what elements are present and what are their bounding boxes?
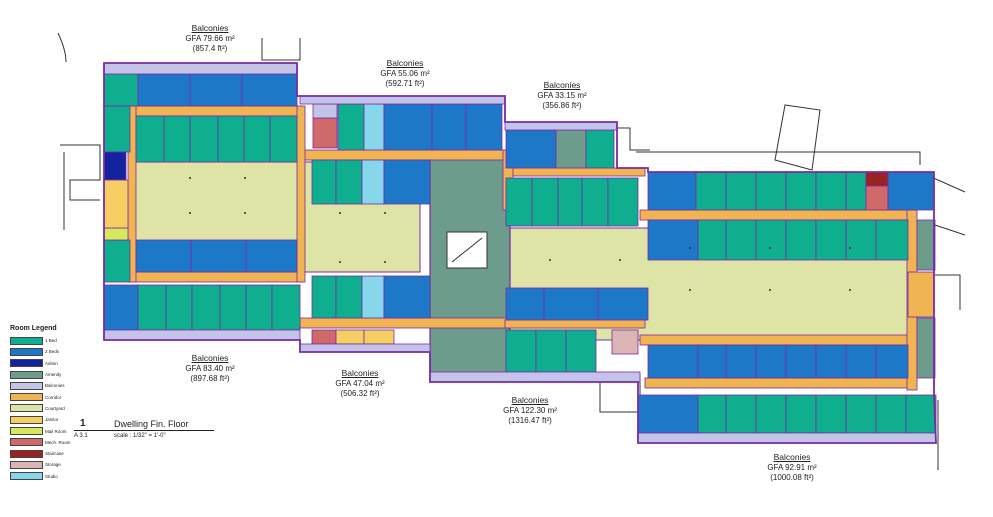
sheet-number: A 3.1 bbox=[74, 433, 88, 439]
legend-item: 2 Beds bbox=[10, 346, 71, 357]
legend-item: Mail Room bbox=[10, 425, 71, 436]
legend-label: Mail Room bbox=[45, 428, 67, 434]
legend-swatch bbox=[10, 472, 43, 481]
balcony-title: Balconies bbox=[341, 368, 379, 378]
title-underline bbox=[74, 430, 214, 431]
balcony-label-4: Balconies GFA 83.40 m² (897.68 ft²) bbox=[170, 353, 250, 384]
legend-label: Storage bbox=[45, 462, 61, 468]
legend-label: Mech. Room bbox=[45, 439, 71, 445]
drawing-number: 1 bbox=[80, 418, 86, 429]
balcony-gfa: GFA 122.30 m² bbox=[503, 406, 557, 415]
balcony-gfa: GFA 55.06 m² bbox=[380, 69, 430, 78]
legend-label: 1 Bed bbox=[45, 338, 57, 344]
legend-item: Balconies bbox=[10, 380, 71, 391]
legend-swatch bbox=[10, 415, 43, 424]
legend-label: Courtyard bbox=[45, 405, 65, 411]
units bbox=[103, 73, 937, 434]
legend-label: 2 Beds bbox=[45, 349, 60, 355]
balcony-ft: (506.32 ft²) bbox=[340, 389, 380, 398]
balcony-ft: (1000.08 ft²) bbox=[770, 473, 814, 482]
balcony-ft: (356.86 ft²) bbox=[542, 101, 582, 110]
corridors bbox=[127, 105, 935, 391]
balcony-ft: (897.68 ft²) bbox=[190, 374, 230, 383]
balcony-title: Balconies bbox=[191, 353, 229, 363]
balcony-title: Balconies bbox=[511, 395, 549, 405]
legend-swatch bbox=[10, 438, 43, 447]
balcony-gfa: GFA 79.66 m² bbox=[185, 34, 235, 43]
balcony-strips bbox=[103, 62, 937, 444]
balcony-ft: (592.71 ft²) bbox=[385, 79, 425, 88]
balcony-gfa: GFA 83.40 m² bbox=[185, 364, 235, 373]
legend-item: Courtyard bbox=[10, 403, 71, 414]
legend-swatch bbox=[10, 449, 43, 458]
legend-title: Room Legend bbox=[10, 325, 57, 332]
legend-item: Amenity bbox=[10, 369, 71, 380]
legend-swatch bbox=[10, 404, 43, 413]
balcony-gfa: GFA 33.15 m² bbox=[537, 91, 587, 100]
legend-label: Amenity bbox=[45, 372, 62, 378]
balcony-label-3: Balconies GFA 33.15 m² (356.86 ft²) bbox=[522, 80, 602, 111]
building-outline bbox=[103, 62, 937, 444]
legend-item: Staircase bbox=[10, 448, 71, 459]
balcony-label-2: Balconies GFA 55.06 m² (592.71 ft²) bbox=[365, 58, 445, 89]
balcony-label-1: Balconies GFA 79.66 m² (857.4 ft²) bbox=[170, 23, 250, 54]
balcony-label-7: Balconies GFA 92.91 m² (1000.08 ft²) bbox=[752, 452, 832, 483]
legend-swatch bbox=[10, 336, 43, 345]
balcony-label-6: Balconies GFA 122.30 m² (1316.47 ft²) bbox=[490, 395, 570, 426]
courtyard-dots bbox=[189, 177, 851, 291]
balcony-title: Balconies bbox=[543, 80, 581, 90]
legend-item: Storage bbox=[10, 459, 71, 470]
drawing-scale: scale : 1/32" = 1'-0" bbox=[114, 433, 166, 439]
balcony-title: Balconies bbox=[191, 23, 229, 33]
legend-label: Staircase bbox=[45, 451, 64, 457]
legend-swatch bbox=[10, 381, 43, 390]
legend-label: Janitor bbox=[45, 417, 59, 423]
balcony-gfa: GFA 92.91 m² bbox=[767, 463, 817, 472]
legend-item: Admin bbox=[10, 358, 71, 369]
legend-swatch bbox=[10, 460, 43, 469]
legend-label: Balconies bbox=[45, 383, 65, 389]
legend-item: Studio bbox=[10, 471, 71, 482]
legend-swatch bbox=[10, 370, 43, 379]
legend-item: 1 Bed bbox=[10, 335, 71, 346]
balcony-gfa: GFA 47.04 m² bbox=[335, 379, 385, 388]
legend-item: Janitor bbox=[10, 414, 71, 425]
legend-label: Admin bbox=[45, 360, 58, 366]
legend-swatch bbox=[10, 359, 43, 368]
legend-label: Corridor bbox=[45, 394, 62, 400]
balcony-label-5: Balconies GFA 47.04 m² (506.32 ft²) bbox=[320, 368, 400, 399]
legend-item: Corridor bbox=[10, 391, 71, 402]
legend-item: Mech. Room bbox=[10, 437, 71, 448]
legend-swatch bbox=[10, 427, 43, 436]
legend-swatch bbox=[10, 393, 43, 402]
balcony-ft: (1316.47 ft²) bbox=[508, 416, 552, 425]
balcony-title: Balconies bbox=[386, 58, 424, 68]
legend-swatch bbox=[10, 347, 43, 356]
legend-label: Studio bbox=[45, 473, 58, 479]
balcony-ft: (857.4 ft²) bbox=[192, 44, 228, 53]
balcony-title: Balconies bbox=[773, 452, 811, 462]
drawing-name: Dwelling Fin. Floor bbox=[114, 419, 189, 429]
